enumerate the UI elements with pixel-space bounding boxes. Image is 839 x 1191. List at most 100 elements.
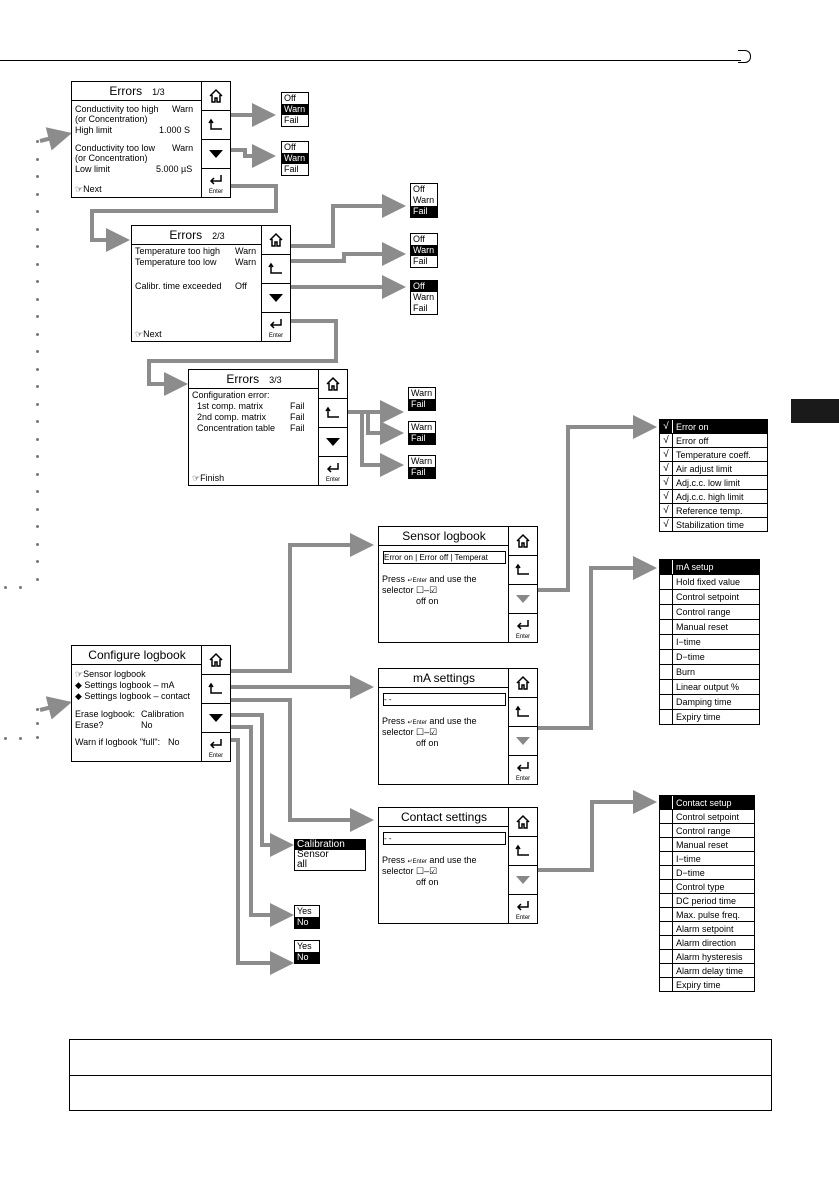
option-fail[interactable]: Fail bbox=[284, 164, 299, 174]
home-button[interactable] bbox=[262, 226, 290, 255]
back-button[interactable] bbox=[509, 837, 537, 866]
list-item[interactable]: √Error off bbox=[660, 434, 767, 448]
list-item[interactable]: Expiry time bbox=[660, 978, 754, 991]
option-no[interactable]: No bbox=[295, 917, 319, 928]
list-item[interactable]: Control range bbox=[660, 824, 754, 838]
back-button[interactable] bbox=[202, 675, 230, 704]
list-item[interactable]: D−time bbox=[660, 866, 754, 880]
down-button[interactable] bbox=[509, 585, 537, 614]
home-button[interactable] bbox=[202, 82, 230, 111]
enter-button[interactable]: Enter bbox=[319, 457, 347, 485]
down-button[interactable] bbox=[319, 428, 347, 457]
option-warn[interactable]: Warn bbox=[282, 104, 308, 115]
contact-settings-panel: Contact settings - - Press ↵Enter and us… bbox=[378, 807, 538, 924]
option-fail[interactable]: Fail bbox=[284, 115, 299, 125]
list-item[interactable]: √Adj.c.c. high limit bbox=[660, 490, 767, 504]
down-arrow-icon bbox=[326, 438, 340, 446]
home-button[interactable] bbox=[202, 646, 230, 675]
list-item[interactable]: Linear output % bbox=[660, 680, 759, 695]
list-item[interactable]: Burn bbox=[660, 665, 759, 680]
dot bbox=[36, 722, 39, 725]
home-button[interactable] bbox=[319, 370, 347, 399]
list-item[interactable]: Manual reset bbox=[660, 838, 754, 852]
option-fail[interactable]: Fail bbox=[409, 467, 435, 478]
list-item[interactable]: Control setpoint bbox=[660, 810, 754, 824]
option-fail[interactable]: Fail bbox=[409, 433, 435, 444]
option-all[interactable]: all bbox=[297, 859, 308, 870]
list-item[interactable]: √Air adjust limit bbox=[660, 462, 767, 476]
back-button[interactable] bbox=[202, 111, 230, 140]
down-button[interactable] bbox=[509, 866, 537, 895]
list-item[interactable]: √Temperature coeff. bbox=[660, 448, 767, 462]
option-warn[interactable]: Warn bbox=[411, 245, 437, 256]
option-sensor[interactable]: Sensor bbox=[297, 849, 329, 860]
option-fail[interactable]: Fail bbox=[413, 256, 428, 266]
down-button[interactable] bbox=[509, 727, 537, 756]
option-warn[interactable]: Warn bbox=[411, 422, 433, 432]
option-fail[interactable]: Fail bbox=[411, 206, 437, 217]
list-item[interactable]: Alarm direction bbox=[660, 936, 754, 950]
enter-button[interactable]: Enter bbox=[509, 895, 537, 923]
menu-item-settings-contact[interactable]: ◆ Settings logbook – contact bbox=[75, 691, 190, 701]
down-button[interactable] bbox=[202, 704, 230, 733]
list-item[interactable]: mA setup bbox=[660, 560, 759, 575]
list-item[interactable]: DC period time bbox=[660, 894, 754, 908]
option-off[interactable]: Off bbox=[411, 281, 437, 292]
option-off[interactable]: Off bbox=[413, 184, 425, 194]
list-item[interactable]: Expiry time bbox=[660, 710, 759, 724]
menu-item-sensor-logbook[interactable]: ☞Sensor logbook bbox=[75, 669, 146, 679]
option-warn[interactable]: Warn bbox=[413, 195, 435, 205]
option-warn[interactable]: Warn bbox=[411, 388, 433, 398]
back-button[interactable] bbox=[319, 399, 347, 428]
list-item[interactable]: D−time bbox=[660, 650, 759, 665]
back-button[interactable] bbox=[509, 556, 537, 585]
home-button[interactable] bbox=[509, 808, 537, 837]
option-fail[interactable]: Fail bbox=[409, 399, 435, 410]
option-off[interactable]: Off bbox=[413, 234, 425, 244]
option-no[interactable]: No bbox=[295, 952, 319, 963]
option-off[interactable]: Off bbox=[284, 93, 296, 103]
option-calibration[interactable]: Calibration bbox=[295, 840, 365, 850]
list-item[interactable]: √Error on bbox=[660, 420, 767, 434]
list-item[interactable]: Alarm hysteresis bbox=[660, 950, 754, 964]
panel-title: Contact settings bbox=[379, 808, 509, 827]
list-item[interactable]: √Adj.c.c. low limit bbox=[660, 476, 767, 490]
option-fail[interactable]: Fail bbox=[413, 303, 428, 313]
list-item[interactable]: I−time bbox=[660, 852, 754, 866]
list-item[interactable]: Manual reset bbox=[660, 620, 759, 635]
menu-item-settings-ma[interactable]: ◆ Settings logbook – mA bbox=[75, 680, 175, 690]
list-item[interactable]: I−time bbox=[660, 635, 759, 650]
dot bbox=[4, 586, 7, 589]
list-item[interactable]: √Reference temp. bbox=[660, 504, 767, 518]
option-warn[interactable]: Warn bbox=[413, 292, 435, 302]
down-button[interactable] bbox=[202, 140, 230, 169]
list-item[interactable]: Contact setup bbox=[660, 796, 754, 810]
enter-button[interactable]: Enter bbox=[262, 313, 290, 341]
list-item[interactable]: Control range bbox=[660, 605, 759, 620]
list-item[interactable]: Alarm setpoint bbox=[660, 922, 754, 936]
option-yes[interactable]: Yes bbox=[297, 941, 312, 951]
list-item[interactable]: Control type bbox=[660, 880, 754, 894]
enter-button[interactable]: Enter bbox=[509, 756, 537, 784]
list-item-label: Stabilization time bbox=[676, 519, 745, 530]
back-button[interactable] bbox=[509, 698, 537, 727]
back-button[interactable] bbox=[262, 255, 290, 284]
enter-button[interactable]: Enter bbox=[202, 733, 230, 761]
list-item[interactable]: Max. pulse freq. bbox=[660, 908, 754, 922]
home-button[interactable] bbox=[509, 669, 537, 698]
list-item[interactable]: Control setpoint bbox=[660, 590, 759, 605]
option-warn[interactable]: Warn bbox=[411, 456, 433, 466]
option-warn[interactable]: Warn bbox=[282, 153, 308, 164]
list-item[interactable]: Hold fixed value bbox=[660, 575, 759, 590]
down-button[interactable] bbox=[262, 284, 290, 313]
option-yes[interactable]: Yes bbox=[297, 906, 312, 916]
list-item[interactable]: Damping time bbox=[660, 695, 759, 710]
home-button[interactable] bbox=[509, 527, 537, 556]
panel-title: Sensor logbook bbox=[379, 527, 509, 546]
list-item[interactable]: √Stabilization time bbox=[660, 518, 767, 531]
off-on-label: off on bbox=[416, 877, 439, 887]
option-off[interactable]: Off bbox=[284, 142, 296, 152]
enter-button[interactable]: Enter bbox=[202, 169, 230, 197]
enter-button[interactable]: Enter bbox=[509, 614, 537, 642]
list-item[interactable]: Alarm delay time bbox=[660, 964, 754, 978]
